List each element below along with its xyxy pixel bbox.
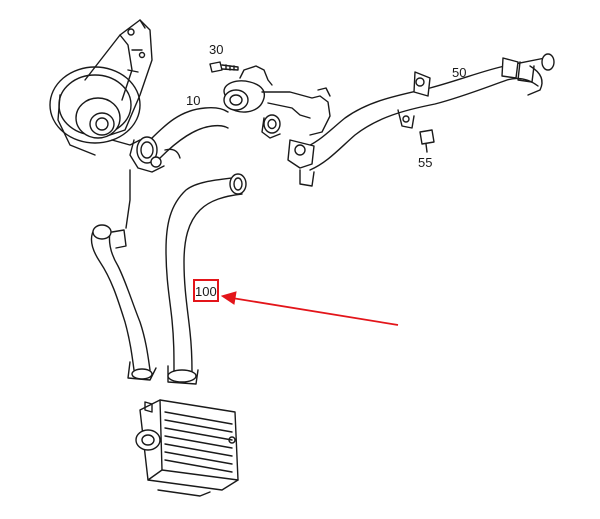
bolt-55 [419,129,435,153]
water-pump-assembly [49,19,153,156]
hose-100 [165,173,247,385]
hose-10 [129,106,229,173]
callout-30: 30 [209,42,224,57]
callout-50: 50 [452,65,467,80]
highlight-arrow [220,291,399,326]
callout-100: 100 [195,284,217,299]
callout-55: 55 [418,155,433,170]
callout-100-highlight-box [193,279,219,302]
callout-10: 10 [186,93,201,108]
bolt-30 [209,61,239,73]
oil-cooler [135,399,239,497]
hose-50 [287,53,555,187]
lower-left-hose [90,169,157,381]
thermostat-housing [223,65,331,139]
